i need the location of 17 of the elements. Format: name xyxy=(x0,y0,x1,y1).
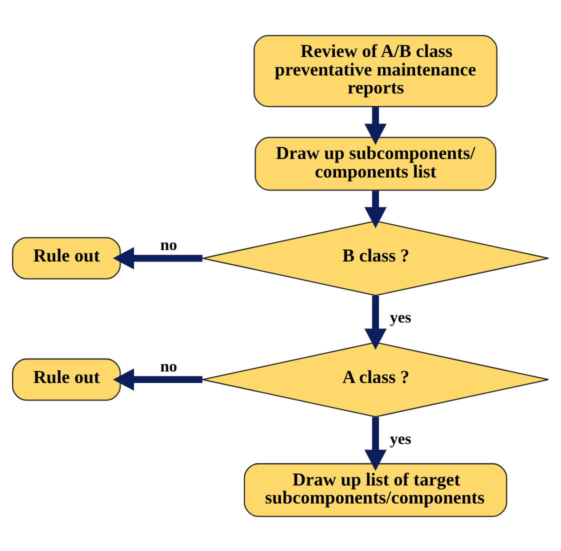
node-diamond: A class ? xyxy=(202,341,549,417)
arrow xyxy=(112,368,202,390)
node-diamond: B class ? xyxy=(202,220,549,296)
arrow xyxy=(364,190,387,228)
arrow xyxy=(112,246,202,269)
edge-label: yes xyxy=(390,430,412,448)
node-box: Review of A/B class preventative maintenance reports xyxy=(254,34,498,107)
edge-label: no xyxy=(160,358,178,375)
edge-label: no xyxy=(160,236,178,254)
node-box: Draw up subcomponents/ components list xyxy=(254,136,496,190)
arrow xyxy=(364,416,387,470)
node-box: Draw up list of target subcomponents/components xyxy=(244,462,508,516)
arrow xyxy=(364,106,387,144)
arrow xyxy=(364,295,387,350)
node-box: Rule out xyxy=(12,236,121,279)
node-box: Rule out xyxy=(12,358,121,400)
edge-label: yes xyxy=(390,309,412,326)
